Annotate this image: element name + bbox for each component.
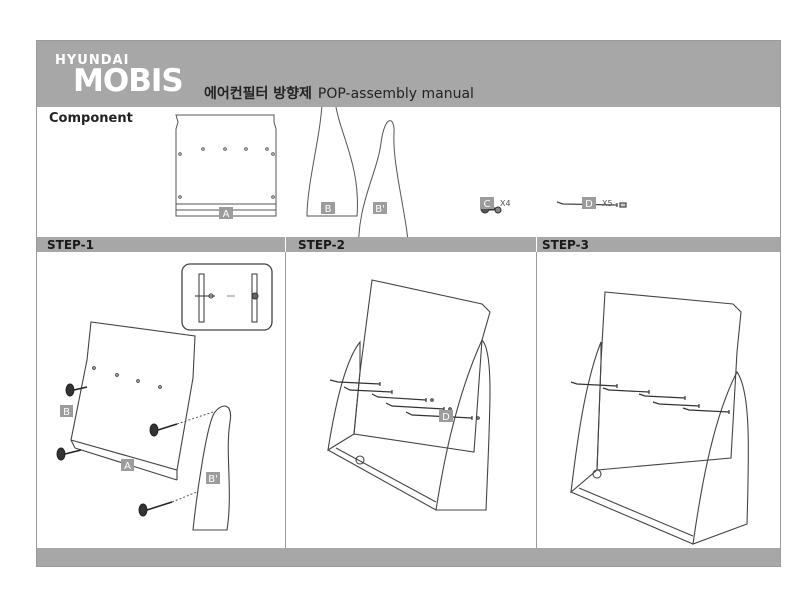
step-1-callout-b: B	[63, 407, 70, 418]
step-1-illustration: B A B'	[56, 263, 273, 531]
step-1-callout-b-prime: B'	[208, 474, 218, 485]
step-2-hooks	[329, 379, 480, 420]
step-2-illustration: D	[327, 279, 491, 511]
page-title: 에어컨필터 방향제 POP-assembly manual	[204, 83, 474, 103]
step-2-callout-d: D	[442, 412, 450, 423]
step-2-label: STEP-2	[298, 238, 345, 252]
part-a-label: A	[223, 209, 230, 220]
step-3-bar	[537, 237, 780, 252]
part-a-label-box	[219, 207, 233, 219]
step-2-bar	[286, 237, 536, 252]
part-b-label: B	[325, 204, 332, 215]
part-b-prime-label: B'	[375, 204, 385, 215]
brand-hyundai: HYUNDAI	[55, 53, 130, 68]
header-bar: HYUNDAI MOBIS 에어컨필터 방향제 POP-assembly manu…	[37, 41, 780, 107]
part-a-panel	[175, 114, 277, 217]
part-c-label-box	[480, 197, 494, 209]
brand-mobis-logo: MOBIS	[73, 63, 184, 99]
part-d-hook	[556, 201, 627, 208]
manual-sheet: HYUNDAI MOBIS 에어컨필터 방향제 POP-assembly manu…	[36, 40, 781, 567]
part-c-label: C	[484, 199, 491, 210]
step-1-detail-inset	[181, 263, 273, 331]
step-1-callout-a: A	[124, 461, 131, 472]
title-korean: 에어컨필터 방향제	[204, 86, 312, 102]
part-d-quantity: X5	[602, 199, 613, 208]
step-divider-2	[536, 252, 537, 548]
part-b-prime-side	[358, 120, 409, 237]
part-b-prime-label-box	[373, 202, 387, 214]
step-3-hooks	[570, 381, 730, 414]
step-1-side-b-prime	[192, 405, 232, 531]
step-1-label-b-box	[60, 405, 73, 417]
component-heading: Component	[49, 111, 133, 126]
detail-screw-diagram	[195, 273, 259, 323]
footer-bar	[37, 548, 780, 566]
part-b-side	[306, 107, 358, 217]
step-2-stand	[327, 279, 491, 511]
step-3-illustration	[570, 291, 749, 545]
step-1-screws	[56, 383, 178, 517]
part-b-label-box	[321, 202, 335, 214]
part-d-label-box	[582, 197, 596, 209]
step-divider-1	[285, 252, 286, 548]
step-1-bar	[37, 237, 285, 252]
step-1-guide-lines	[171, 411, 214, 503]
step-1-label-b-prime-box	[206, 472, 220, 484]
title-english: POP-assembly manual	[317, 86, 474, 102]
step-1-panel-a	[70, 321, 196, 481]
step-3-label: STEP-3	[542, 238, 589, 252]
step-1-label-a-box	[121, 459, 134, 471]
step-1-label: STEP-1	[47, 238, 94, 252]
part-d-label: D	[585, 199, 593, 210]
step-2-label-d-box	[439, 410, 453, 422]
component-drawings: A B B' C X4 D X5	[175, 107, 627, 237]
step-3-stand	[570, 291, 749, 545]
part-c-quantity: X4	[500, 199, 511, 208]
